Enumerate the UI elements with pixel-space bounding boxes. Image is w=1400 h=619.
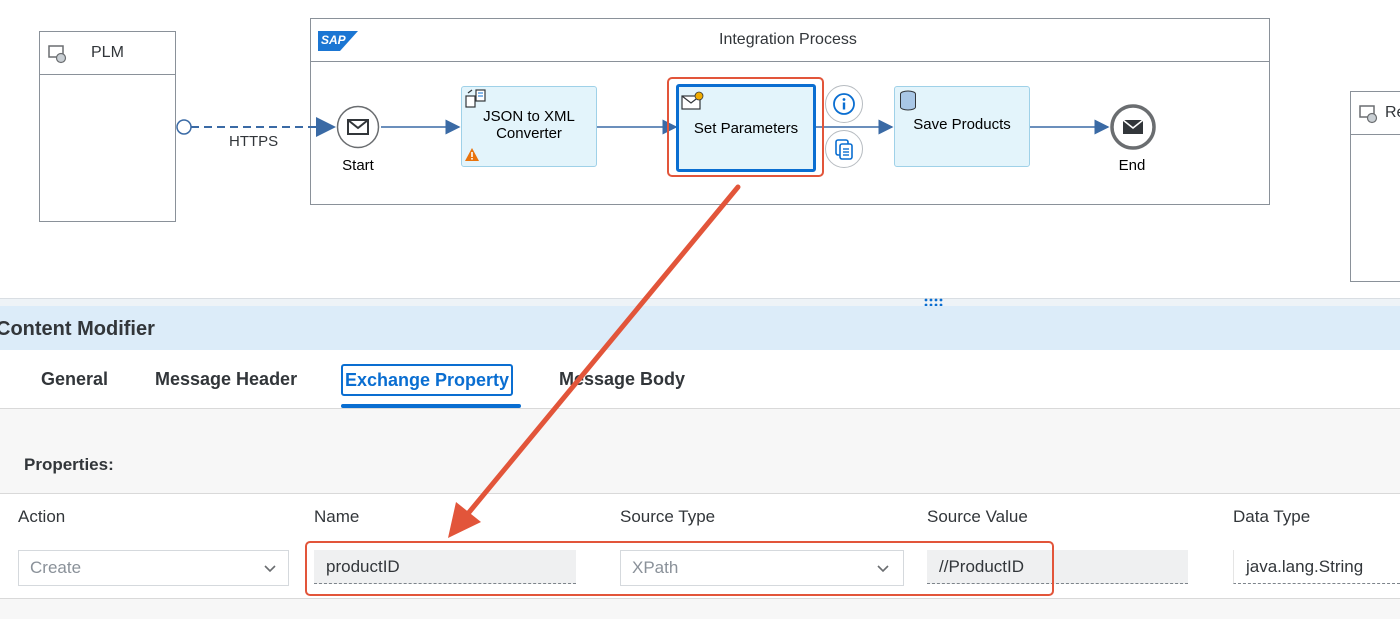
name-input[interactable]: productID	[314, 550, 576, 584]
chevron-down-icon[interactable]	[875, 560, 891, 576]
properties-section-label: Properties:	[24, 455, 114, 474]
sender-pool-header	[40, 32, 175, 75]
step-label: JSON to XML Converter	[483, 107, 575, 142]
step-label: Save Products	[913, 116, 1011, 133]
participant-icon	[1359, 105, 1378, 124]
tab-general[interactable]: General	[41, 369, 109, 389]
receiver-pool-header	[1351, 92, 1400, 135]
warning-icon	[465, 148, 479, 161]
source-type-select-value: XPath	[632, 558, 679, 577]
start-event-label: Start	[342, 157, 374, 174]
source-type-select[interactable]: XPath	[620, 550, 904, 586]
properties-panel-header	[0, 306, 1400, 350]
connection-label-https: HTTPS	[229, 133, 279, 150]
sap-logo-text: SAP	[321, 33, 346, 47]
end-event-label: End	[1118, 157, 1146, 174]
step-save-products[interactable]: Save Products	[894, 86, 1030, 167]
column-header-action: Action	[18, 507, 66, 526]
copy-icon	[835, 139, 853, 160]
tab-message-header[interactable]: Message Header	[155, 369, 298, 389]
tab-message-body[interactable]: Message Body	[559, 369, 686, 389]
highlight-set-parameters	[667, 77, 824, 177]
action-select[interactable]: Create	[18, 550, 289, 586]
column-header-data-type: Data Type	[1233, 507, 1311, 526]
participant-icon	[48, 45, 67, 64]
start-event[interactable]	[336, 105, 380, 149]
integration-process-header	[311, 19, 1269, 62]
drag-handle-icon[interactable]	[924, 298, 946, 308]
datastore-icon	[900, 90, 916, 111]
column-header-name: Name	[314, 507, 360, 526]
integration-flow-canvas[interactable]: PLM Re SAP Integration Process HTTPS	[0, 0, 1400, 300]
column-header-source-type: Source Type	[620, 507, 716, 526]
column-header-source-value: Source Value	[927, 507, 1028, 526]
info-icon	[833, 93, 855, 115]
integration-process-title: Integration Process	[719, 31, 857, 48]
flow-connectors	[176, 117, 1110, 137]
converter-icon	[465, 89, 486, 108]
sender-pool-title: PLM	[91, 44, 124, 61]
active-tab-indicator	[341, 404, 521, 408]
properties-table-header	[0, 493, 1400, 541]
source-value-input[interactable]: //ProductID	[927, 550, 1188, 584]
step-copy-button[interactable]	[825, 130, 863, 168]
highlight-property-row	[305, 541, 1054, 596]
action-select-value: Create	[30, 558, 82, 577]
step-label: Set Parameters	[693, 119, 799, 137]
receiver-pool[interactable]	[1350, 91, 1400, 282]
chevron-down-icon[interactable]	[262, 560, 278, 576]
tab-exchange-property[interactable]: Exchange Property	[341, 364, 514, 396]
step-set-parameters[interactable]: Set Parameters	[676, 84, 816, 172]
receiver-pool-title: Re	[1385, 104, 1400, 121]
sap-logo: SAP	[318, 31, 358, 51]
panel-resize-splitter[interactable]	[0, 298, 1400, 307]
property-tabs	[0, 350, 1400, 409]
properties-panel-title: Content Modifier	[0, 318, 155, 340]
end-event[interactable]	[1110, 104, 1156, 150]
step-info-button[interactable]	[825, 85, 863, 123]
content-modifier-icon	[681, 91, 704, 110]
data-type-input[interactable]: java.lang.String	[1233, 550, 1400, 584]
